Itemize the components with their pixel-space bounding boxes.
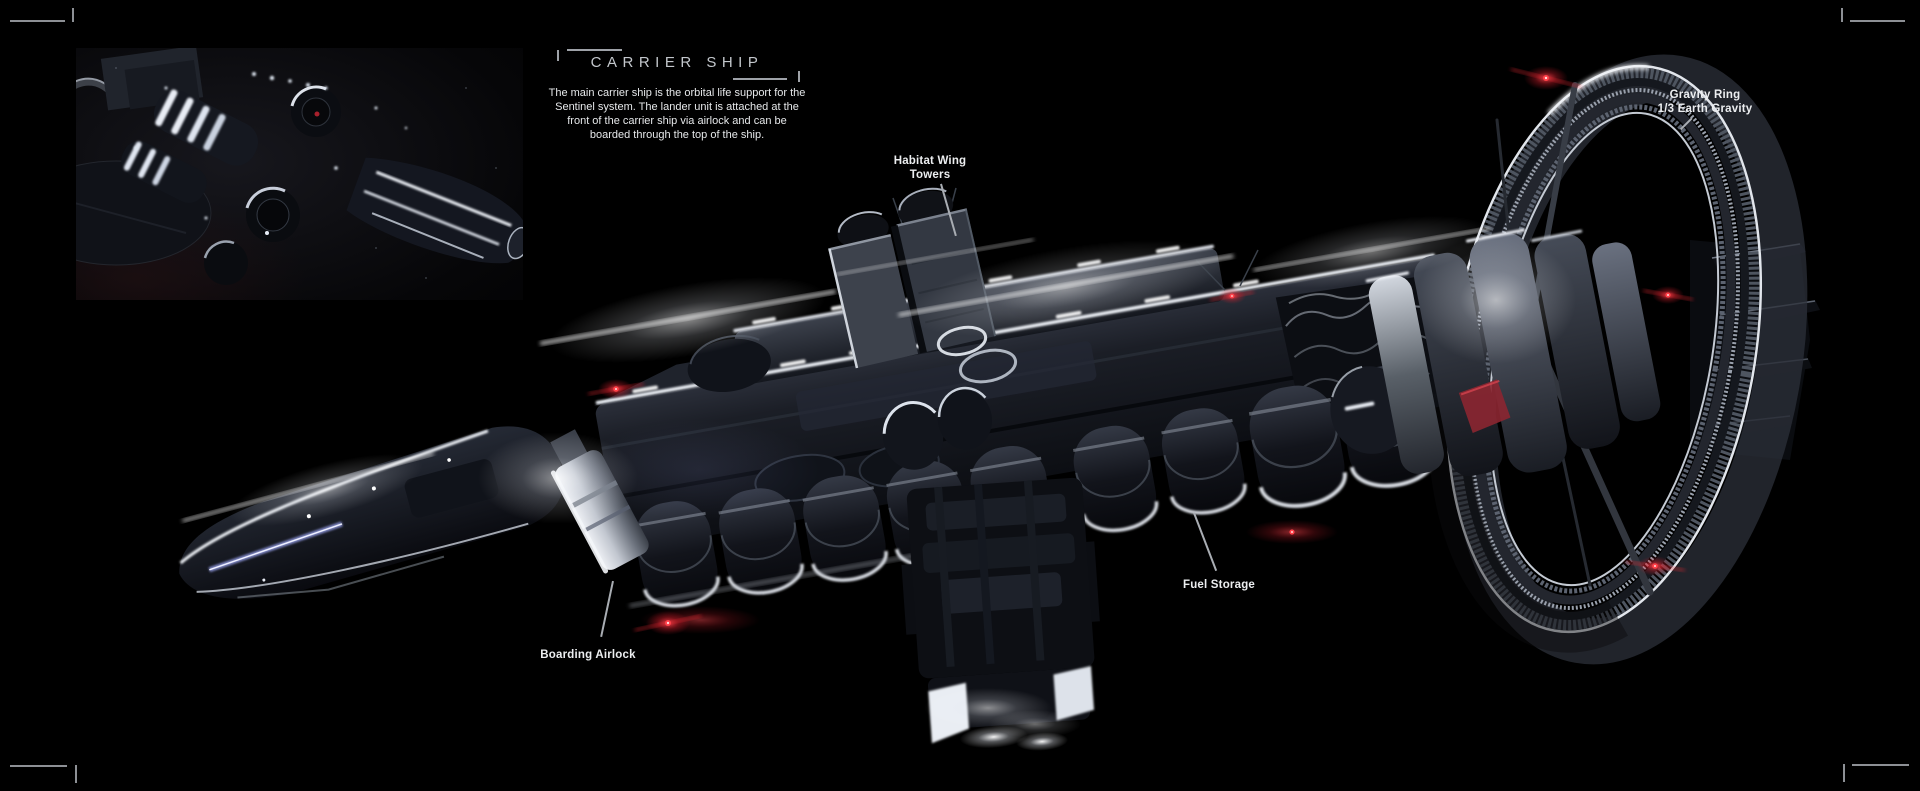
label-line: Habitat Wing — [893, 155, 967, 167]
crop-mark-bottom-right-tick — [1843, 764, 1845, 782]
title-tick-right — [798, 71, 800, 82]
description-line: Sentinel system. The lander unit is atta… — [555, 101, 799, 113]
description-line: front of the carrier ship via airlock an… — [567, 115, 787, 127]
crop-mark-bottom-left-line — [10, 765, 67, 767]
title-rule-top — [567, 49, 622, 51]
label-boarding-airlock: Boarding Airlock — [503, 648, 673, 662]
inset-rear-view-art — [76, 48, 523, 300]
label-line: Boarding Airlock — [540, 649, 636, 661]
crop-mark-top-left-tick — [72, 8, 74, 22]
page-title: CARRIER SHIP — [590, 54, 764, 71]
title-tick-left — [557, 50, 559, 61]
inset-lander — [346, 157, 523, 264]
crop-mark-top-right-line — [1850, 20, 1905, 22]
label-line: Towers — [909, 169, 951, 181]
description-line: The main carrier ship is the orbital lif… — [548, 87, 806, 99]
label-gravity-ring: Gravity Ring 1/3 Earth Gravity — [1620, 88, 1790, 116]
title-rule-bottom — [733, 78, 787, 80]
label-fuel-storage: Fuel Storage — [1134, 578, 1304, 592]
description-line: boarded through the top of the ship. — [589, 129, 765, 141]
dome-tanks — [882, 386, 993, 470]
label-habitat-wing-towers: Habitat Wing Towers — [845, 154, 1015, 182]
inset-rear-view-image — [76, 48, 523, 300]
label-line: Fuel Storage — [1182, 579, 1256, 591]
crop-mark-top-right-tick — [1841, 8, 1843, 22]
crop-mark-top-left-line — [10, 20, 65, 22]
label-line: Gravity Ring — [1669, 89, 1741, 101]
red-accent-lights — [588, 66, 1693, 635]
crop-mark-bottom-right-line — [1852, 764, 1909, 766]
light-glows — [182, 215, 1576, 738]
machinery-ring — [958, 348, 1018, 384]
label-line: 1/3 Earth Gravity — [1657, 103, 1753, 115]
ship-description: The main carrier ship is the orbital lif… — [511, 86, 843, 142]
crop-mark-bottom-left-tick — [75, 765, 77, 783]
